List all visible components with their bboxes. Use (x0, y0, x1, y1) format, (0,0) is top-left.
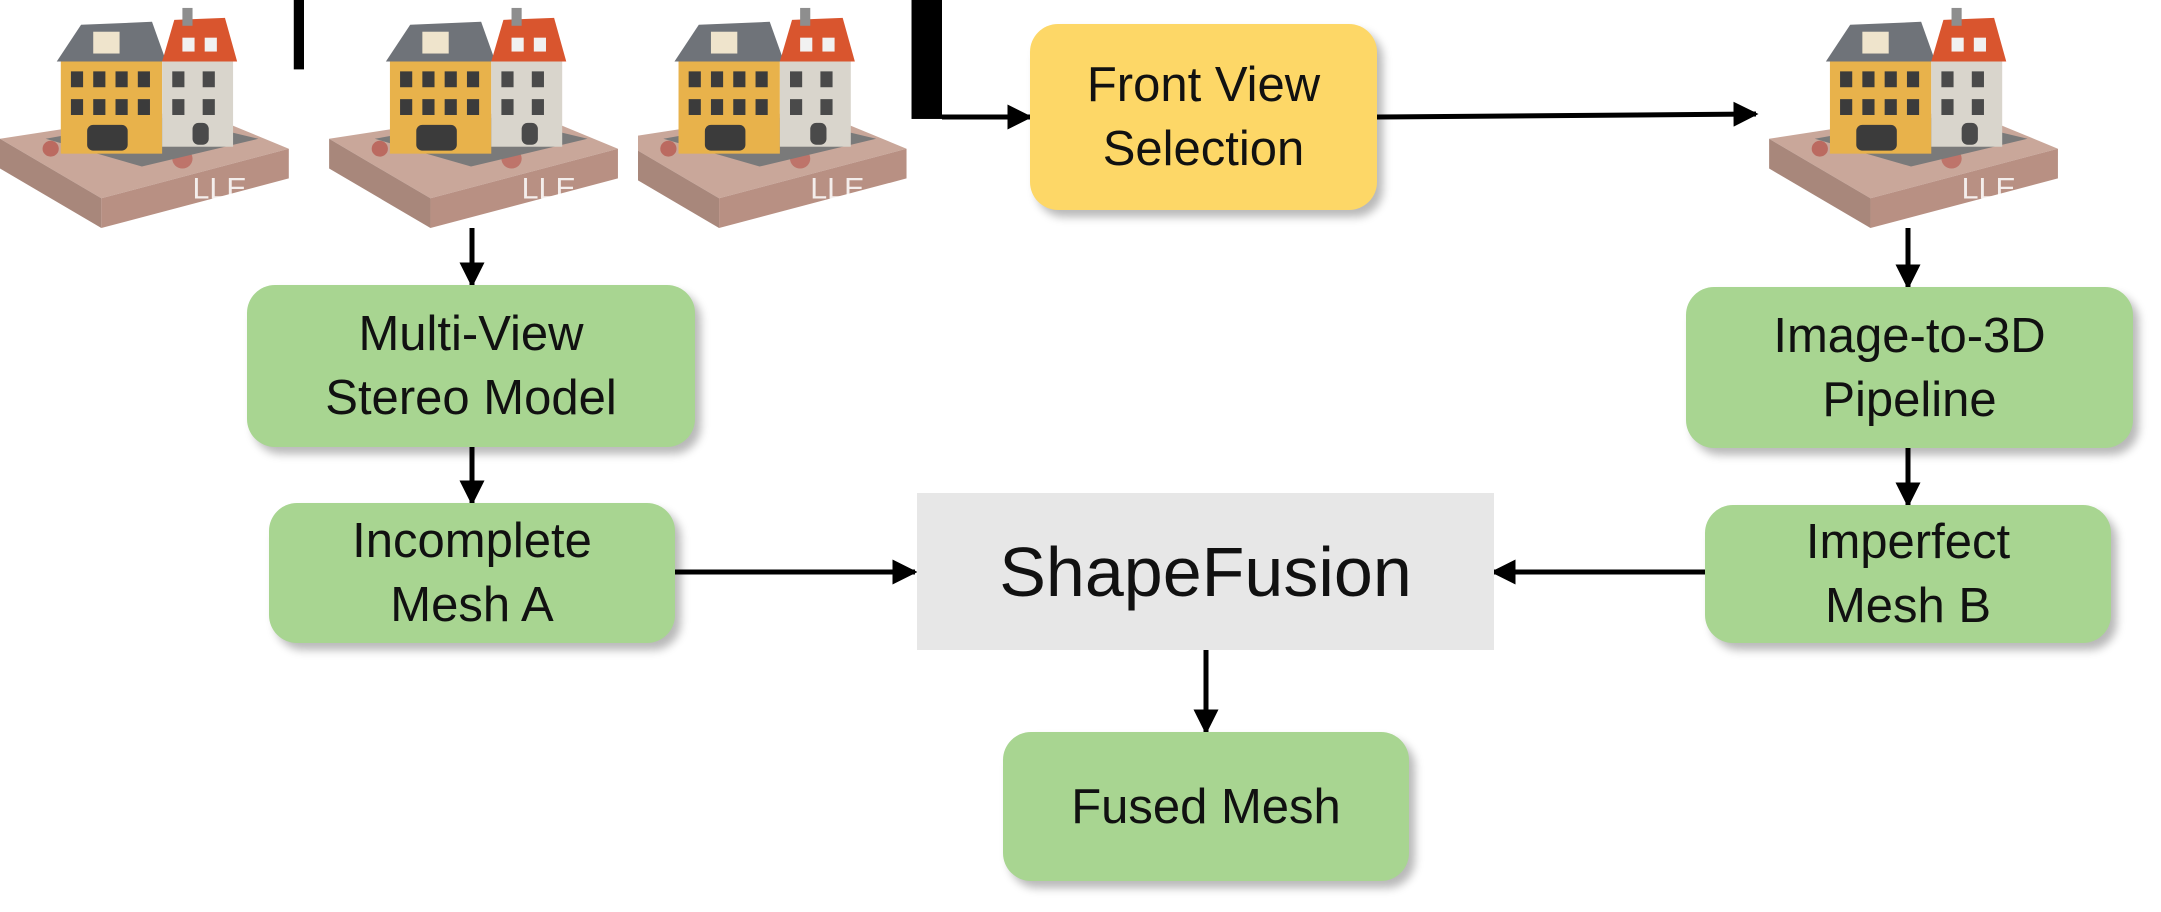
input-view-2-image (319, 0, 623, 228)
imperfect-mesh-line1: Imperfect (1805, 515, 2011, 569)
arrow-selection-to-front-view (1376, 101, 1759, 127)
imperfect-mesh-line2: Mesh B (1824, 579, 1992, 633)
input-view-3-image (638, 0, 942, 228)
multi-view-stereo-line2: Stereo Model (325, 371, 617, 425)
image-to-3d-box: Image-to-3D Pipeline (1686, 287, 2133, 448)
front-view-selection-line1: Front View (1086, 58, 1321, 112)
input-view-1-image (0, 0, 304, 228)
imperfect-mesh-box: Imperfect Mesh B (1705, 505, 2111, 643)
front-view-selection-box: Front View Selection (1030, 24, 1377, 210)
incomplete-mesh-line2: Mesh A (390, 578, 554, 632)
multi-view-stereo-line1: Multi-View (358, 307, 584, 361)
front-view-selection-line2: Selection (1102, 122, 1305, 176)
incomplete-mesh-line1: Incomplete (352, 514, 592, 568)
image-to-3d-line1: Image-to-3D (1773, 308, 2046, 363)
multi-view-stereo-box: Multi-View Stereo Model (247, 285, 695, 447)
shapefusion-box: ShapeFusion (917, 493, 1494, 650)
image-to-3d-line2: Pipeline (1822, 372, 1997, 427)
fused-mesh-box: Fused Mesh (1003, 732, 1409, 881)
incomplete-mesh-box: Incomplete Mesh A (269, 503, 675, 643)
shapefusion-label: ShapeFusion (999, 532, 1412, 611)
selected-front-view-image (1759, 0, 2063, 228)
fused-mesh-label: Fused Mesh (1071, 779, 1341, 834)
